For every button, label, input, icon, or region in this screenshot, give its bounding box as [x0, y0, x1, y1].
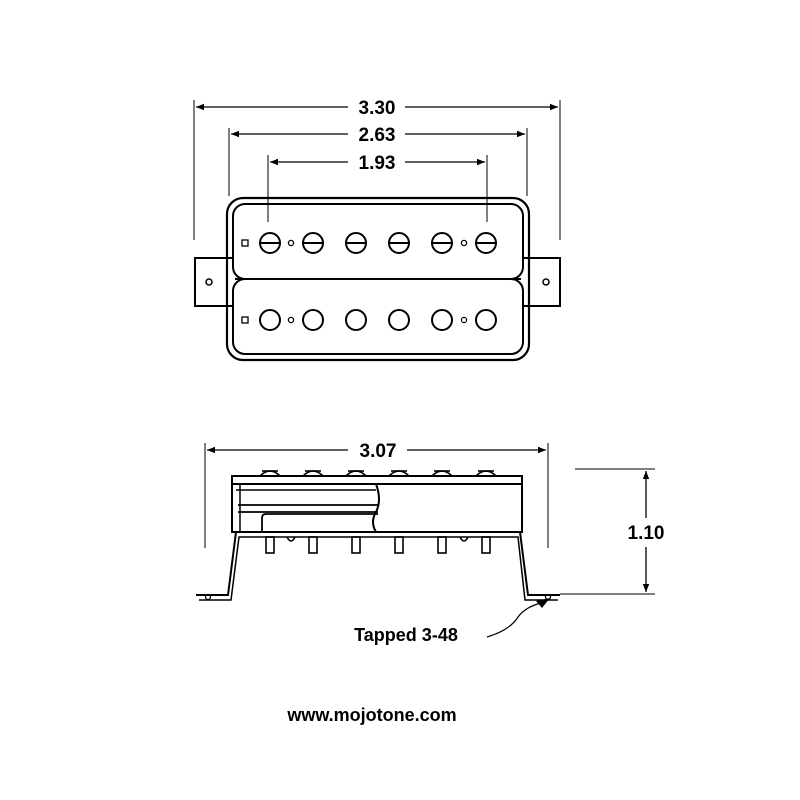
- side-baseplate: [196, 531, 560, 601]
- dimension-label-mounting-width: 2.63: [359, 125, 396, 146]
- bobbin-bottom: [232, 278, 524, 355]
- slug-pole: [345, 309, 367, 331]
- pickup-side-body: [231, 475, 523, 533]
- side-extension-lines: [204, 443, 655, 595]
- slug-pole: [431, 309, 453, 331]
- screw-pole: [388, 232, 410, 254]
- pole-legs: [265, 536, 491, 554]
- screw-pole: [431, 232, 453, 254]
- dimension-label-height: 1.10: [628, 523, 665, 544]
- screw-pole-row: [259, 232, 497, 254]
- slug-pole: [388, 309, 410, 331]
- screw-pole: [302, 232, 324, 254]
- website-url: www.mojotone.com: [286, 705, 456, 725]
- extension-lines: [193, 100, 561, 240]
- tapped-callout: Tapped 3-48: [354, 598, 550, 645]
- dimension-overall-length: 3.30: [196, 98, 558, 119]
- tapped-label: Tapped 3-48: [354, 625, 458, 645]
- dimension-label-overall-length: 3.30: [359, 98, 396, 119]
- mounting-ear-left: [194, 257, 233, 307]
- dimension-height: 1.10: [628, 471, 665, 592]
- screw-pole: [345, 232, 367, 254]
- mounting-ear-right: [522, 257, 561, 307]
- top-view: 3.30 2.63 1.93: [193, 98, 561, 362]
- dimension-label-pole-spacing: 1.93: [359, 153, 396, 174]
- pickup-baseplate: [225, 196, 531, 362]
- dimension-label-base-length: 3.07: [360, 441, 397, 462]
- dimension-base-length: 3.07: [207, 441, 546, 462]
- screw-heads: [259, 470, 497, 477]
- screw-pole: [475, 232, 497, 254]
- dimension-pole-spacing: 1.93: [270, 153, 485, 174]
- slug-pole: [259, 309, 281, 331]
- screw-pole: [259, 232, 281, 254]
- slug-pole: [475, 309, 497, 331]
- side-view: 3.07 1.10: [196, 441, 664, 645]
- slug-pole-row: [259, 309, 497, 331]
- slug-pole: [302, 309, 324, 331]
- dimension-mounting-width: 2.63: [231, 125, 525, 146]
- bobbin-top: [232, 203, 524, 280]
- bobbin-markers: [241, 239, 468, 324]
